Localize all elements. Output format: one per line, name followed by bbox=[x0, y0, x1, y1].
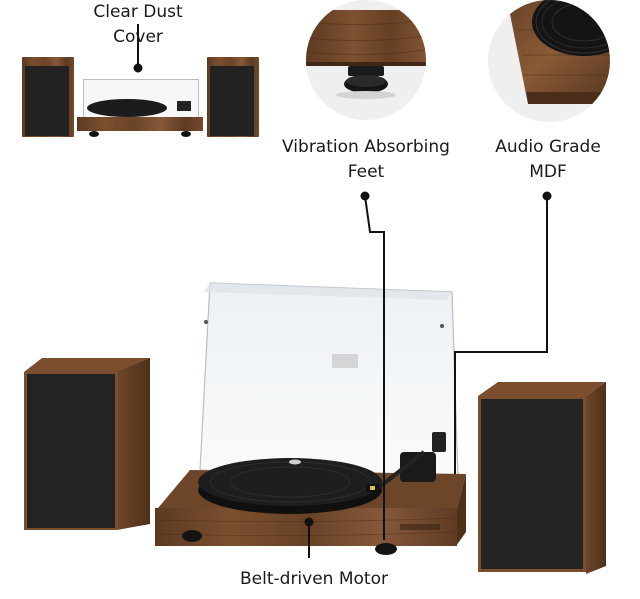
right-speaker bbox=[478, 382, 606, 574]
callout-motor: Belt-driven Motor bbox=[240, 567, 388, 592]
mdf-plinth-corner-closeup-icon bbox=[488, 0, 610, 122]
callout-dust-cover: Clear Dust Cover bbox=[93, 0, 182, 50]
callout-feet-line2: Feet bbox=[347, 162, 385, 182]
callout-mdf-line2: MDF bbox=[529, 162, 567, 182]
tonearm bbox=[366, 432, 446, 492]
callout-feet: Vibration Absorbing Feet bbox=[282, 135, 450, 185]
callout-motor-line1: Belt-driven Motor bbox=[240, 569, 388, 589]
feet-detail-closeup bbox=[306, 0, 426, 120]
callout-dust-cover-line2: Cover bbox=[113, 27, 163, 47]
turntable-foot-closeup-icon bbox=[306, 0, 426, 120]
callout-mdf-line1: Audio Grade bbox=[495, 137, 601, 157]
dust-cover bbox=[199, 282, 459, 479]
small-system-photo bbox=[20, 55, 260, 140]
small-right-speaker bbox=[207, 57, 259, 137]
small-turntable bbox=[77, 79, 203, 137]
platter bbox=[198, 458, 382, 514]
callout-mdf: Audio Grade MDF bbox=[495, 135, 601, 185]
turntable-feet bbox=[182, 530, 397, 555]
mdf-detail-closeup bbox=[488, 0, 610, 122]
callout-dust-cover-line1: Clear Dust bbox=[93, 2, 183, 22]
leader-lines bbox=[133, 24, 552, 558]
callout-feet-line1: Vibration Absorbing bbox=[282, 137, 450, 157]
small-left-speaker bbox=[22, 57, 74, 137]
left-speaker bbox=[24, 358, 150, 530]
